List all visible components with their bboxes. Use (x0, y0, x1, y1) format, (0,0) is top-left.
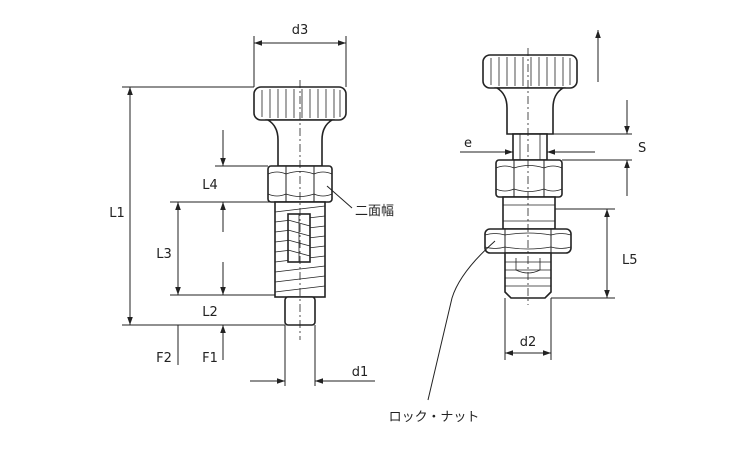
label-L3: L3 (156, 247, 172, 262)
label-L2: L2 (202, 305, 218, 320)
label-F1: F1 (202, 351, 218, 366)
left-view: d3 L1 L4 L3 L2 F2 F1 d1 二面幅 (109, 23, 394, 386)
label-F2: F2 (156, 351, 172, 366)
label-d3: d3 (292, 23, 309, 38)
label-L4: L4 (202, 178, 218, 193)
knob-neck (265, 119, 335, 167)
label-d1: d1 (352, 365, 369, 380)
right-view: S e L5 d2 ロック・ナット (389, 30, 646, 425)
knob-knurling (261, 89, 341, 118)
label-L5: L5 (622, 253, 638, 268)
label-e: e (464, 136, 472, 151)
label-L1: L1 (109, 206, 125, 221)
label-S: S (638, 141, 646, 156)
label-d2: d2 (520, 335, 537, 350)
label-across-flats: 二面幅 (355, 204, 394, 219)
label-lock-nut: ロック・ナット (389, 410, 480, 425)
